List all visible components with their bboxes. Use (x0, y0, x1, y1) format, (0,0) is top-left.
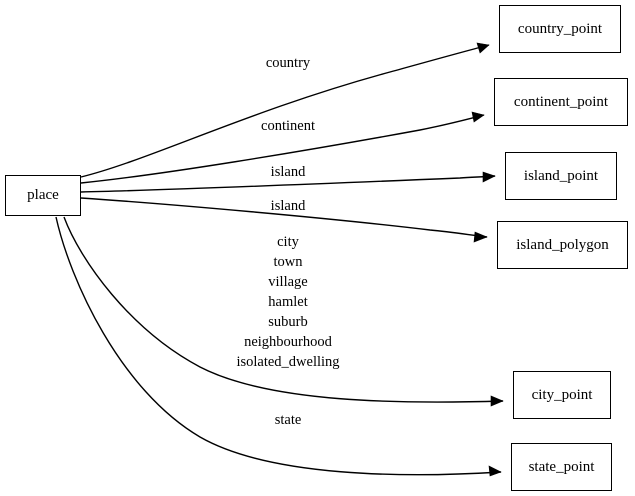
arrow-head-island-polygon (473, 231, 488, 243)
edge-place-island_point (80, 171, 496, 193)
node-label-continent-point: continent_point (513, 93, 609, 110)
arrow-head-continent (471, 111, 485, 123)
node-label-place: place (27, 187, 59, 203)
edge-place-city_point (63, 216, 504, 407)
node-label-country-point: country_point (517, 20, 603, 37)
edge-label-island-polygon: island (270, 198, 306, 214)
edge-place-continent_point (80, 111, 485, 184)
arrow-head-city (490, 395, 504, 407)
edge-label-city-values: city town village hamlet suburb neighbou… (236, 234, 340, 370)
node-label-island-point: island_point (523, 167, 599, 184)
arrow-head-country (476, 42, 490, 54)
node-place[interactable]: place (5, 175, 81, 216)
node-city-point[interactable]: city_point (513, 371, 611, 419)
edge-path-state (55, 216, 502, 476)
edge-path-island-polygon (80, 197, 488, 238)
edge-place-island_polygon (80, 197, 488, 243)
node-country-point[interactable]: country_point (499, 5, 621, 53)
edge-label-island-point: island (270, 164, 306, 180)
edge-label-continent: continent (261, 118, 315, 134)
node-state-point[interactable]: state_point (511, 443, 612, 491)
node-label-island-polygon: island_polygon (516, 236, 609, 253)
arrow-head-island-point (482, 171, 496, 183)
node-continent-point[interactable]: continent_point (494, 78, 628, 126)
node-label-city-point: city_point (531, 386, 593, 403)
edge-place-state_point (55, 216, 502, 477)
edge-path-continent (80, 114, 485, 184)
node-island-point[interactable]: island_point (505, 152, 617, 200)
edge-path-island-point (80, 175, 496, 193)
edge-path-country (80, 44, 490, 178)
edge-place-country_point (80, 42, 490, 178)
node-island-polygon[interactable]: island_polygon (497, 221, 628, 269)
edge-path-city (63, 216, 504, 403)
arrow-head-state (488, 465, 502, 477)
node-label-state-point: state_point (528, 458, 595, 475)
edge-label-state: state (274, 412, 302, 428)
edge-label-country: country (265, 55, 311, 71)
